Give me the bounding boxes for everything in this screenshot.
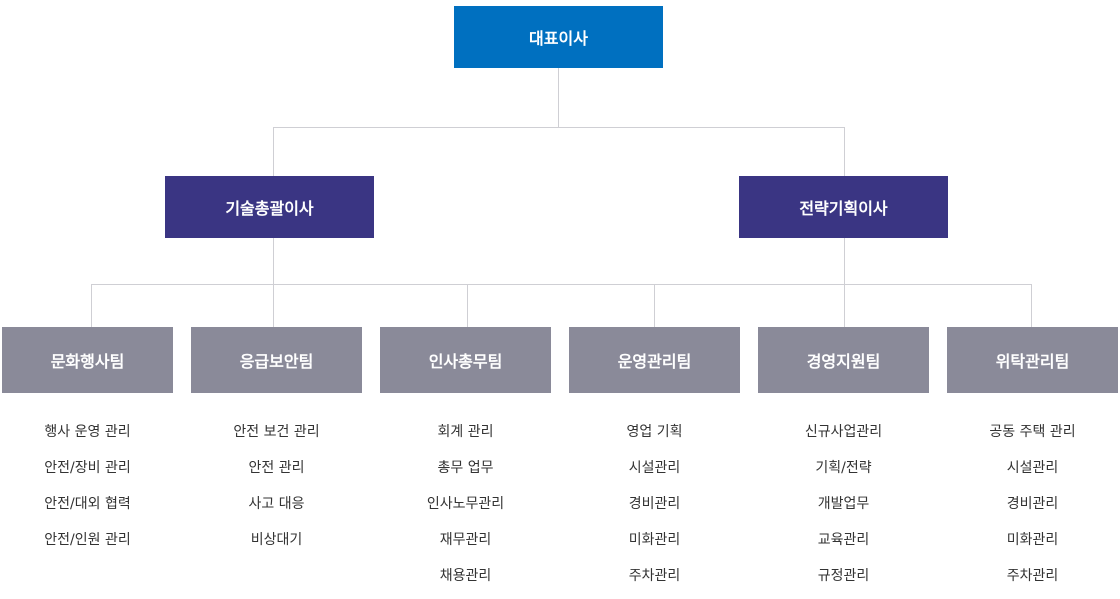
team-box-culture-events: 문화행사팀: [2, 327, 173, 393]
director-box-technical: 기술총괄이사: [165, 176, 374, 238]
connector-team3-up: [467, 284, 468, 327]
ceo-box: 대표이사: [454, 6, 663, 68]
duty-item: 경비관리: [1006, 496, 1059, 512]
connector-team-bar: [91, 284, 1032, 285]
team-box-management-support: 경영지원팀: [758, 327, 929, 393]
team-duties-list: 행사 운영 관리 안전/장비 관리 안전/대외 협력 안전/인원 관리: [2, 418, 173, 562]
connector-team4-up: [654, 284, 655, 327]
duty-item: 시설관리: [1006, 460, 1059, 476]
duty-item: 미화관리: [628, 532, 681, 548]
connector-team6-up: [1031, 284, 1032, 327]
duty-item: 경비관리: [628, 496, 681, 512]
duty-item: 영업 기획: [626, 424, 683, 440]
duty-item: 시설관리: [628, 460, 681, 476]
ceo-label: 대표이사: [529, 29, 588, 48]
connector-ceo-down: [558, 68, 559, 127]
duty-item: 주차관리: [1006, 568, 1059, 584]
director-box-strategy: 전략기획이사: [739, 176, 948, 238]
duty-item: 기획/전략: [815, 460, 872, 476]
team-box-consignment: 위탁관리팀: [947, 327, 1118, 393]
team-box-hr-general: 인사총무팀: [380, 327, 551, 393]
connector-director1-down: [273, 238, 274, 284]
duty-item: 안전/인원 관리: [44, 532, 131, 548]
duty-item: 인사노무관리: [426, 496, 505, 512]
duty-item: 재무관리: [439, 532, 492, 548]
duty-item: 안전 관리: [248, 460, 305, 476]
team-duties-list: 공동 주택 관리 시설관리 경비관리 미화관리 주차관리: [947, 418, 1118, 598]
connector-director1-up: [273, 127, 274, 176]
duty-item: 총무 업무: [437, 460, 494, 476]
duty-item: 미화관리: [1006, 532, 1059, 548]
connector-team1-up: [91, 284, 92, 327]
duty-item: 개발업무: [817, 496, 870, 512]
duty-item: 비상대기: [250, 532, 303, 548]
team-label: 경영지원팀: [806, 352, 881, 371]
duty-item: 회계 관리: [437, 424, 494, 440]
duty-item: 안전/장비 관리: [44, 460, 131, 476]
connector-team5-up: [844, 284, 845, 327]
director-label: 기술총괄이사: [225, 199, 314, 218]
duty-item: 사고 대응: [248, 496, 305, 512]
duty-item: 행사 운영 관리: [44, 424, 131, 440]
connector-director2-down: [844, 238, 845, 284]
duty-item: 신규사업관리: [804, 424, 883, 440]
team-label: 인사총무팀: [428, 352, 503, 371]
duty-item: 공동 주택 관리: [989, 424, 1076, 440]
director-label: 전략기획이사: [799, 199, 888, 218]
connector-director2-up: [844, 127, 845, 176]
team-box-emergency-security: 응급보안팀: [191, 327, 362, 393]
team-label: 응급보안팀: [239, 352, 314, 371]
duty-item: 주차관리: [628, 568, 681, 584]
team-duties-list: 신규사업관리 기획/전략 개발업무 교육관리 규정관리: [758, 418, 929, 598]
duty-item: 안전 보건 관리: [233, 424, 320, 440]
team-box-operations: 운영관리팀: [569, 327, 740, 393]
team-label: 위탁관리팀: [995, 352, 1070, 371]
duty-item: 안전/대외 협력: [44, 496, 131, 512]
team-label: 문화행사팀: [50, 352, 125, 371]
team-label: 운영관리팀: [617, 352, 692, 371]
duty-item: 규정관리: [817, 568, 870, 584]
team-duties-list: 회계 관리 총무 업무 인사노무관리 재무관리 채용관리: [380, 418, 551, 598]
team-duties-list: 영업 기획 시설관리 경비관리 미화관리 주차관리: [569, 418, 740, 598]
duty-item: 채용관리: [439, 568, 492, 584]
team-duties-list: 안전 보건 관리 안전 관리 사고 대응 비상대기: [191, 418, 362, 562]
connector-director-bar: [273, 127, 845, 128]
duty-item: 교육관리: [817, 532, 870, 548]
connector-team2-up: [273, 284, 274, 327]
